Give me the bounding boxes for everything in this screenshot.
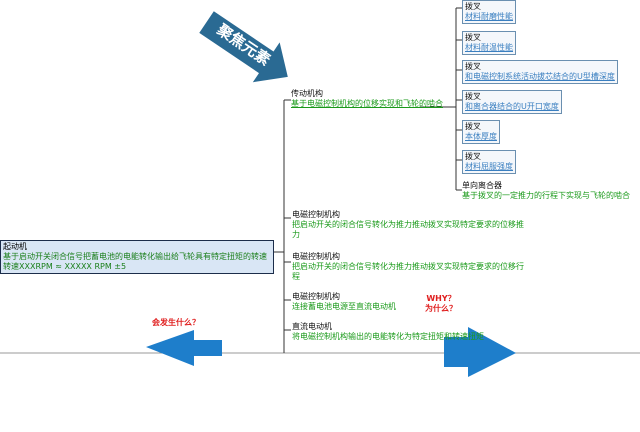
node-title: 传动机构	[291, 89, 323, 98]
root-desc: 基于启动开关闭合信号把蓄电池的电能转化输出给飞轮具有特定扭矩的转速	[3, 252, 267, 261]
fork-title: 拨叉	[465, 122, 481, 131]
focus-label: 聚焦元素	[213, 20, 274, 70]
node-desc: 基于电磁控制机构的位移实现和飞轮的啮合	[291, 99, 443, 108]
node-title: 电磁控制机构	[292, 292, 340, 301]
node-title: 直流电动机	[292, 322, 332, 331]
root-title: 起动机	[3, 242, 27, 251]
node-desc: 把启动开关的闭合信号转化为推力推动拨叉实现特定要求的位移推力	[292, 220, 524, 239]
node-desc: 将电磁控制机构输出的电能转化为特定扭矩和转速扭矩	[292, 332, 484, 341]
root-node-starter[interactable]: 起动机 基于启动开关闭合信号把蓄电池的电能转化输出给飞轮具有特定扭矩的转速 转速…	[0, 240, 274, 274]
focus-label-wrap: 聚焦元素	[196, 12, 296, 82]
fork-title: 拨叉	[465, 92, 481, 101]
node-title: 电磁控制机构	[292, 210, 340, 219]
fork-desc: 材料耐磨性能	[465, 12, 513, 21]
fork-item-1[interactable]: 拨叉 材料耐磨性能	[462, 0, 516, 24]
question-right-line2: 为什么？	[425, 304, 457, 313]
fork-desc: 和离合器结合的U开口宽度	[465, 102, 559, 111]
node-one-way-clutch[interactable]: 单向离合器 基于拨叉的一定推力的行程下实现与飞轮的啮合	[462, 181, 630, 201]
fork-item-5[interactable]: 拨叉 本体厚度	[462, 120, 500, 144]
fork-item-2[interactable]: 拨叉 材料耐温性能	[462, 31, 516, 55]
node-control-3[interactable]: 电磁控制机构 连接蓄电池电源至直流电动机	[292, 292, 524, 312]
node-desc: 基于拨叉的一定推力的行程下实现与飞轮的啮合	[462, 191, 630, 200]
fork-desc: 材料屈服强度	[465, 162, 513, 171]
fork-title: 拨叉	[465, 152, 481, 161]
fork-item-3[interactable]: 拨叉 和电磁控制系统活动拔芯结合的U型槽深度	[462, 60, 618, 84]
node-dc-motor[interactable]: 直流电动机 将电磁控制机构输出的电能转化为特定扭矩和转速扭矩	[292, 322, 504, 342]
left-arrow-icon	[146, 330, 222, 366]
fork-desc: 材料耐温性能	[465, 43, 513, 52]
root-spec: 转速XXXRPM ≈ XXXXX RPM ±5	[3, 262, 127, 271]
fork-title: 拨叉	[465, 33, 481, 42]
fork-item-6[interactable]: 拨叉 材料屈服强度	[462, 150, 516, 174]
node-transmission[interactable]: 传动机构 基于电磁控制机构的位移实现和飞轮的啮合	[291, 89, 443, 109]
question-right: WHY？ 为什么？	[418, 294, 464, 314]
fork-desc: 和电磁控制系统活动拔芯结合的U型槽深度	[465, 72, 615, 81]
node-desc: 把启动开关的闭合信号转化为推力推动拨叉实现特定要求的位移行程	[292, 262, 524, 281]
fork-item-4[interactable]: 拨叉 和离合器结合的U开口宽度	[462, 90, 562, 114]
node-control-2[interactable]: 电磁控制机构 把启动开关的闭合信号转化为推力推动拨叉实现特定要求的位移行程	[292, 252, 524, 282]
fork-desc: 本体厚度	[465, 132, 497, 141]
question-right-line1: WHY？	[426, 294, 456, 303]
question-left: 会发生什么？	[152, 318, 200, 327]
fork-title: 拨叉	[465, 2, 481, 11]
right-arrow-icon	[444, 327, 516, 377]
fork-title: 拨叉	[465, 62, 481, 71]
node-control-1[interactable]: 电磁控制机构 把启动开关的闭合信号转化为推力推动拨叉实现特定要求的位移推力	[292, 210, 524, 240]
node-title: 电磁控制机构	[292, 252, 340, 261]
focus-arrow-icon	[199, 11, 288, 83]
node-title: 单向离合器	[462, 181, 502, 190]
node-desc: 连接蓄电池电源至直流电动机	[292, 302, 396, 311]
